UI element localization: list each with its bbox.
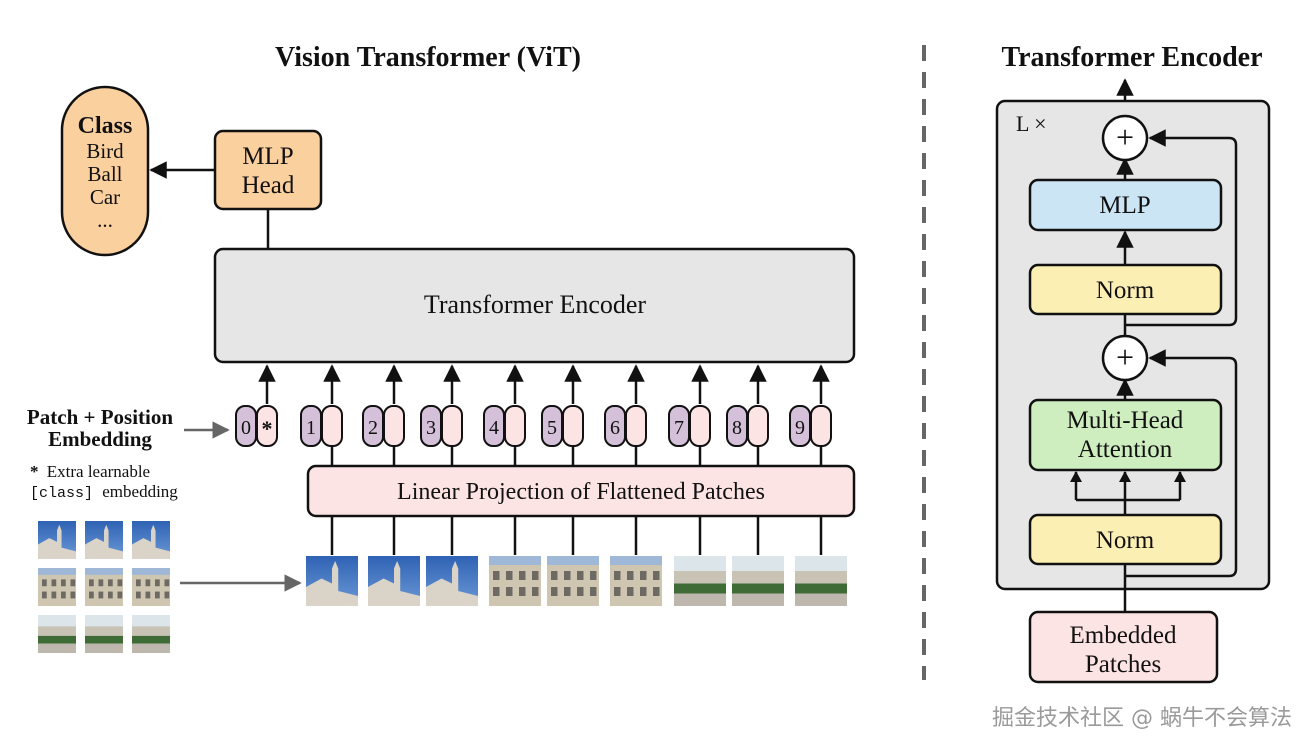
sequence-patch [732,556,784,606]
embedded-line1: Embedded [1070,622,1177,649]
patch-embedding-pill [256,405,278,447]
watermark: 掘金技术社区 @ 蜗牛不会算法 [992,706,1292,731]
extra-note-embedding: embedding [102,482,178,501]
class-item-car: Car [90,185,120,209]
encoder-detail-title: Transformer Encoder [1001,42,1262,73]
multi-head-attention-box: Multi-Head Attention [1028,398,1223,472]
grid-patch [132,615,170,653]
grid-patch [85,568,123,606]
grid-patch [38,615,76,653]
patch-embedding-pill [562,405,584,447]
token-6: 6 [604,364,647,447]
position-index: 7 [674,417,684,439]
sequence-patch [489,556,541,606]
plus-icon: + [1116,119,1134,155]
sequence-patch [674,556,726,606]
patch-embedding-pill [747,405,769,447]
token-1: 1 [300,364,343,447]
token-5: 5 [541,364,584,447]
patch-sequence [306,556,847,606]
extra-note-text: Extra learnable [47,462,150,481]
embedding-label-line1: Patch + Position [27,405,173,429]
transformer-encoder-box: Transformer Encoder [213,247,856,364]
encoder-mlp-box: MLP [1028,178,1223,232]
mlp-head-line1: MLP [242,143,293,170]
position-index: 2 [368,417,378,439]
linear-projection-label: Linear Projection of Flattened Patches [397,479,765,505]
patch-embedding-pill [689,405,711,447]
grid-patch [85,521,123,559]
transformer-encoder-label: Transformer Encoder [424,290,646,319]
token-4: 4 [483,364,526,447]
patch-connectors [330,446,823,555]
vit-title: Vision Transformer (ViT) [275,42,581,73]
residual-add-top: + [1101,114,1149,162]
patch-embedding-pill [441,405,463,447]
plus-icon: + [1116,339,1134,375]
patch-embedding-pill [810,405,832,447]
input-image-grid [38,521,170,653]
class-item-bird: Bird [86,139,124,163]
position-index: 1 [306,417,316,439]
position-index: 5 [547,417,557,439]
residual-add-bottom: + [1101,334,1149,382]
grid-patch [38,568,76,606]
sequence-patch [306,556,358,606]
attention-line1: Multi-Head [1067,407,1184,434]
grid-patch [38,521,76,559]
position-index: 0 [241,417,251,439]
position-index: 9 [795,417,805,439]
token-9: 9 [789,364,832,447]
extra-note-line1: * Extra learnable [30,462,150,481]
residual-path-top [1125,129,1238,327]
position-index: 3 [426,417,436,439]
residual-path-bottom [1125,349,1238,578]
grid-patch [85,615,123,653]
linear-projection-box: Linear Projection of Flattened Patches [306,464,856,518]
grid-patch [132,521,170,559]
token-8: 8 [726,364,769,447]
sequence-patch [610,556,662,606]
class-token-code: [class] [30,485,93,502]
sequence-patch [795,556,847,606]
attention-line2: Attention [1078,436,1173,463]
encoder-mlp-label: MLP [1099,192,1150,219]
grid-patch [132,568,170,606]
embedded-patches-box: Embedded Patches [1028,610,1219,684]
encoder-norm-bottom-box: Norm [1028,513,1223,566]
position-index: 8 [732,417,742,439]
encoder-norm-top-box: Norm [1028,263,1223,316]
class-box: Class Bird Ball Car ... [60,85,150,257]
token-3: 3 [420,364,463,447]
repeat-label: L × [1016,111,1047,136]
patch-embedding-pill [321,405,343,447]
position-index: 6 [610,417,620,439]
class-item-ellipsis: ... [97,208,113,232]
mlp-head-box: MLP Head [213,129,323,211]
patch-embedding-pill [383,405,405,447]
embedded-line2: Patches [1085,651,1161,678]
token-2: 2 [362,364,405,447]
mlp-head-line2: Head [242,172,295,199]
extra-note-star: * [30,462,39,481]
encoder-norm-bottom-label: Norm [1096,527,1155,554]
class-item-ball: Ball [88,162,123,186]
embedding-label-line2: Embedding [48,427,152,451]
qkv-arrowheads [1070,471,1186,482]
sequence-patch [547,556,599,606]
class-heading: Class [78,113,133,139]
extra-note-line2: [class] embedding [30,482,178,502]
patch-embedding-pill [625,405,647,447]
sequence-patch [426,556,478,606]
sequence-patch [368,556,420,606]
position-index: 4 [489,417,499,439]
token-0: 0* [235,364,278,447]
attention-qkv-split [1074,472,1182,514]
encoder-norm-top-label: Norm [1096,277,1155,304]
patch-embedding-pill [504,405,526,447]
token-7: 7 [668,364,711,447]
class-token-star: * [262,416,273,441]
